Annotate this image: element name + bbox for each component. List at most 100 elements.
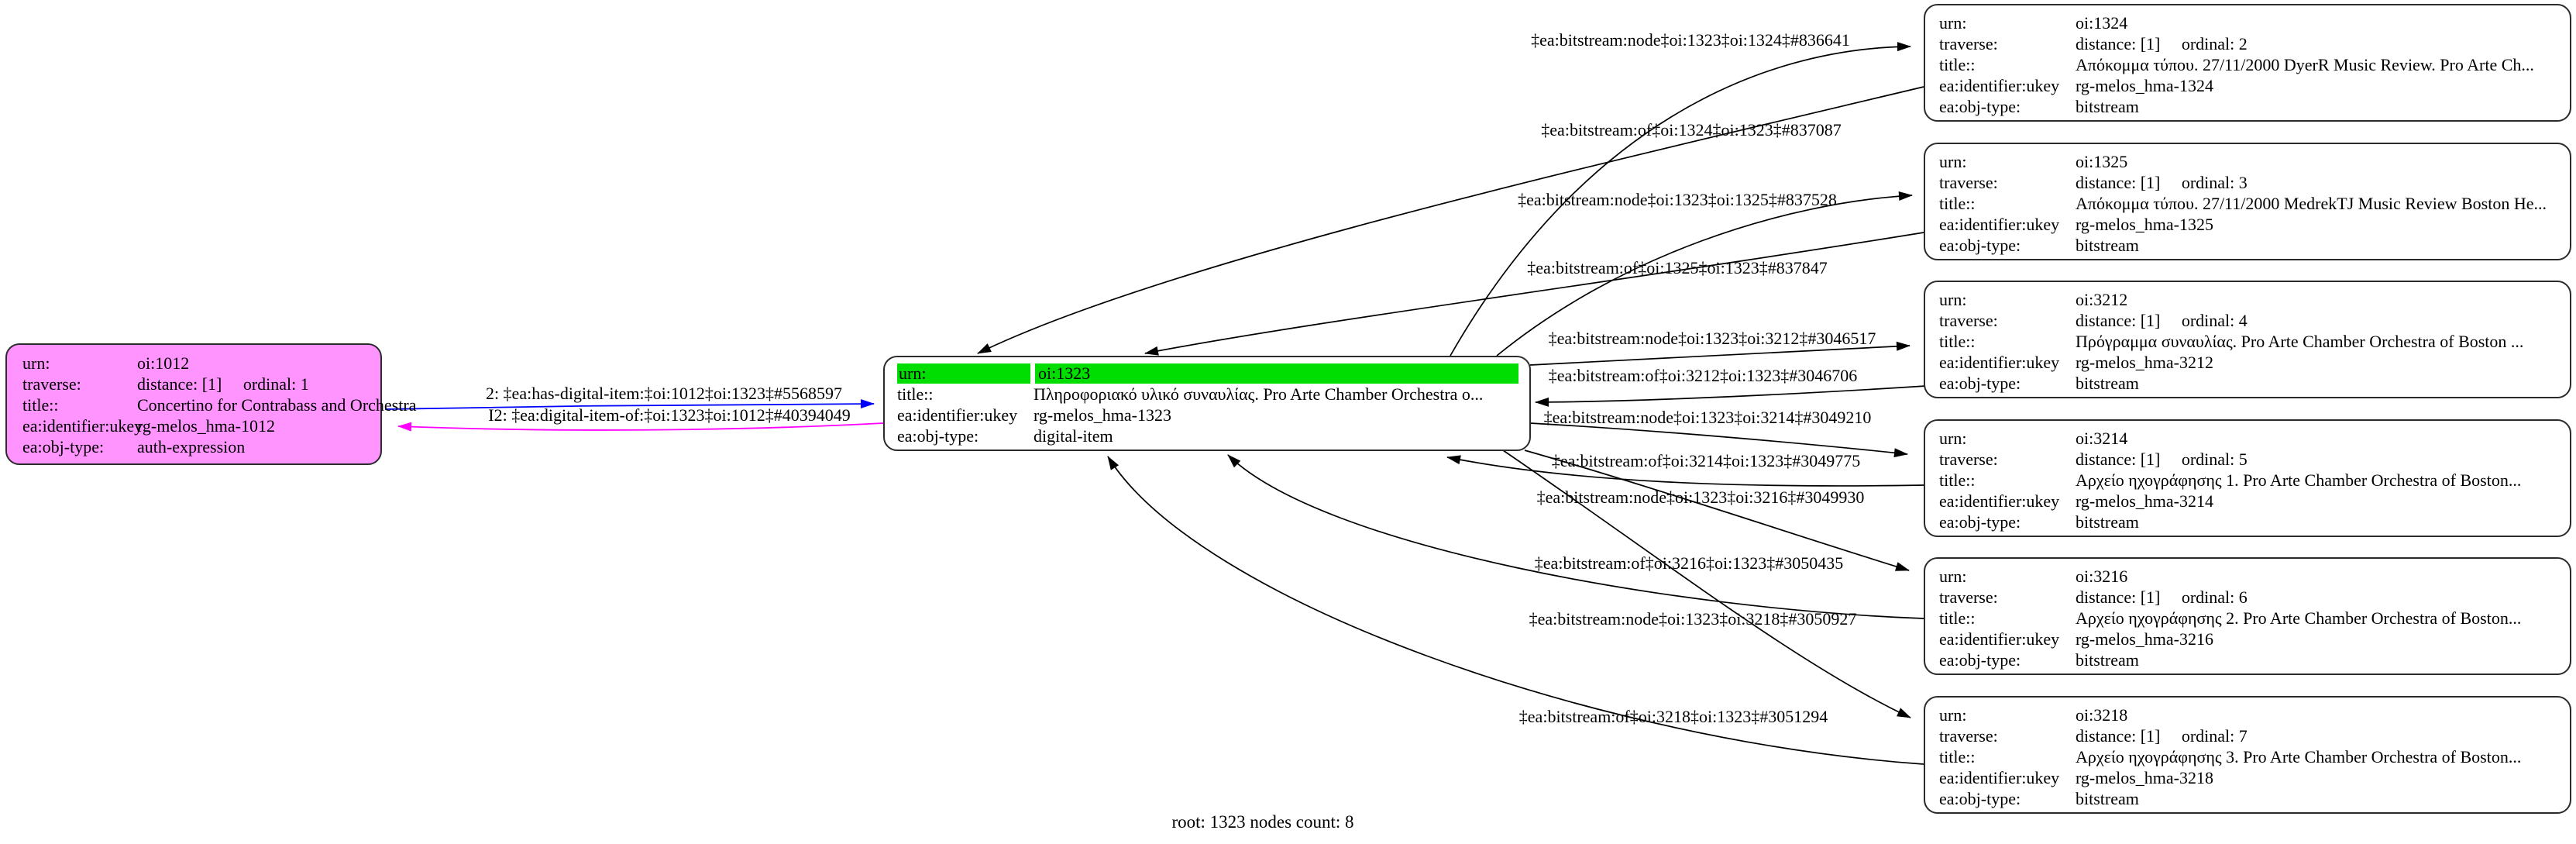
edge-label-digital-item-of: I2: ‡ea:digital-item-of:‡oi:1323‡oi:1012… (488, 405, 851, 425)
row-value: oi:3216 (2076, 567, 2128, 586)
row-key: title:: (1939, 608, 1976, 628)
node-row-highlighted: urn:oi:1323 (897, 363, 1518, 384)
row-key: urn: (897, 363, 1030, 384)
edge-label-bitstream-of-3214: ‡ea:bitstream:of‡oi:3214‡oi:1323‡#304977… (1551, 451, 1861, 470)
node-row: urn:oi:3214 (1939, 428, 2561, 449)
row-value: Concertino for Contrabass and Orchestra (137, 395, 417, 415)
node-oi-1324[interactable]: urn:oi:1324 traverse:distance: [1] ordin… (1924, 4, 2571, 122)
node-row: title::Concertino for Contrabass and Orc… (22, 394, 416, 415)
node-row: title::Πληροφοριακό υλικό συναυλίας. Pro… (897, 384, 1518, 405)
edge-digital-item-of (397, 422, 884, 432)
node-row: urn:oi:3212 (1939, 289, 2561, 310)
row-key: urn: (1939, 290, 1967, 309)
row-key: ea:obj-type: (1939, 374, 2021, 393)
node-oi-1012[interactable]: urn:oi:1012 traverse:distance: [1] ordin… (5, 343, 416, 465)
node-row: traverse:distance: [1] ordinal: 4 (1939, 310, 2561, 331)
edge-label-bitstream-node-3214: ‡ea:bitstream:node‡oi:1323‡oi:3214‡#3049… (1543, 408, 1872, 427)
node-row: title::Απόκομμα τύπου. 27/11/2000 Medrek… (1939, 193, 2561, 214)
edge-label-has-digital-item: 2: ‡ea:has-digital-item:‡oi:1012‡oi:1323… (485, 384, 843, 403)
row-key: ea:identifier:ukey (1939, 215, 2060, 234)
row-value: distance: [1] ordinal: 6 (2076, 587, 2248, 607)
row-value: Πρόγραμμα συναυλίας. Pro Arte Chamber Or… (2076, 332, 2524, 351)
node-oi-3212[interactable]: urn:oi:3212 traverse:distance: [1] ordin… (1924, 281, 2571, 398)
row-value: distance: [1] ordinal: 2 (2076, 34, 2248, 53)
edge-bitstream-node-3212 (1529, 341, 1911, 366)
row-key: ea:identifier:ukey (897, 405, 1018, 425)
edge-bitstream-node-1325 (1496, 191, 1913, 357)
node-oi-1325[interactable]: urn:oi:1325 traverse:distance: [1] ordin… (1924, 143, 2571, 260)
edge-bitstream-node-1324 (1450, 42, 1911, 357)
row-key: title:: (1939, 194, 1976, 213)
row-value: Απόκομμα τύπου. 27/11/2000 DyerR Music R… (2076, 55, 2534, 74)
row-key: ea:identifier:ukey (1939, 768, 2060, 787)
row-key: ea:identifier:ukey (1939, 629, 2060, 649)
row-key: urn: (1939, 13, 1967, 33)
row-value: rg-melos_hma-3218 (2076, 768, 2214, 787)
row-key: title:: (1939, 747, 1976, 766)
node-row: traverse:distance: [1] ordinal: 3 (1939, 172, 2561, 193)
node-row: title::Αρχείο ηχογράφησης 1. Pro Arte Ch… (1939, 470, 2561, 491)
row-value: distance: [1] ordinal: 4 (2076, 311, 2248, 330)
edge-bitstream-of-1325 (1144, 232, 1924, 356)
node-oi-3214[interactable]: urn:oi:3214 traverse:distance: [1] ordin… (1924, 419, 2571, 537)
row-key: ea:obj-type: (897, 426, 979, 446)
row-value: bitstream (2076, 512, 2139, 532)
node-row: traverse:distance: [1] ordinal: 7 (1939, 725, 2561, 746)
node-row: title::Απόκομμα τύπου. 27/11/2000 DyerR … (1939, 54, 2561, 75)
row-value: digital-item (1033, 426, 1113, 446)
edge-label-bitstream-node-1325: ‡ea:bitstream:node‡oi:1323‡oi:1325‡#8375… (1518, 190, 1837, 209)
node-oi-3218[interactable]: urn:oi:3218 traverse:distance: [1] ordin… (1924, 696, 2571, 814)
row-key: title:: (1939, 470, 1976, 490)
node-row: ea:obj-type:bitstream (1939, 235, 2561, 256)
edge-bitstream-of-1324 (977, 86, 1924, 354)
node-row: traverse:distance: [1] ordinal: 5 (1939, 449, 2561, 470)
edge-label-bitstream-node-3212: ‡ea:bitstream:node‡oi:1323‡oi:3212‡#3046… (1548, 329, 1876, 348)
edge-bitstream-of-3212 (1535, 385, 1927, 407)
row-key: ea:identifier:ukey (1939, 76, 2060, 95)
row-key: traverse: (1939, 173, 1998, 192)
row-value: rg-melos_hma-1324 (2076, 76, 2214, 95)
node-row: ea:obj-type: bitstream (1939, 373, 2561, 394)
row-value: Απόκομμα τύπου. 27/11/2000 MedrekTJ Musi… (2076, 194, 2547, 213)
node-row: ea:identifier:ukey rg-melos_hma-3212 (1939, 352, 2561, 373)
edge-bitstream-node-3216 (1524, 450, 1910, 571)
edge-label-bitstream-node-3218: ‡ea:bitstream:node‡oi:1323‡oi:3218‡#3050… (1529, 609, 1857, 629)
row-key: title:: (897, 384, 934, 404)
row-value: oi:1323 (1035, 363, 1518, 384)
node-oi-3216[interactable]: urn: oi:3216 traverse:distance: [1] ordin… (1924, 557, 2571, 675)
row-value: Αρχείο ηχογράφησης 3. Pro Arte Chamber O… (2076, 747, 2522, 766)
row-value: rg-melos_hma-3216 (2076, 629, 2214, 649)
row-value: bitstream (2076, 236, 2139, 255)
row-key: ea:obj-type: (1939, 650, 2021, 670)
row-key: ea:identifier:ukey (1939, 353, 2060, 372)
row-value: oi:1325 (2076, 152, 2128, 171)
row-key: title:: (1939, 55, 1976, 74)
edge-label-bitstream-of-3218: ‡ea:bitstream:of‡oi:3218‡oi:1323‡#305129… (1518, 707, 1828, 726)
row-key: ea:obj-type: (1939, 97, 2021, 116)
row-value: Πληροφοριακό υλικό συναυλίας. Pro Arte C… (1033, 384, 1484, 404)
edge-label-bitstream-node-3216: ‡ea:bitstream:node‡oi:1323‡oi:3216‡#3049… (1536, 487, 1865, 507)
row-value: rg-melos_hma-3212 (2076, 353, 2214, 372)
row-key: urn: (1939, 429, 1967, 448)
node-row: ea:obj-type:bitstream (1939, 96, 2561, 117)
node-oi-1323[interactable]: urn:oi:1323 title::Πληροφοριακό υλικό συ… (883, 356, 1531, 451)
edge-has-digital-item (384, 399, 875, 410)
node-row: traverse:distance: [1] ordinal: 2 (1939, 33, 2561, 54)
node-row: urn:oi:3218 (1939, 704, 2561, 725)
row-key: ea:obj-type: (1939, 789, 2021, 808)
node-row: title::Αρχείο ηχογράφησης 3. Pro Arte Ch… (1939, 746, 2561, 767)
row-key: traverse: (22, 374, 81, 394)
row-value: bitstream (2076, 789, 2139, 808)
row-value: bitstream (2076, 374, 2139, 393)
node-row: ea:obj-type:bitstream (1939, 512, 2561, 532)
row-key: ea:identifier:ukey (22, 416, 143, 436)
edge-label-bitstream-of-3216: ‡ea:bitstream:of‡oi:3216‡oi:1323‡#305043… (1534, 553, 1844, 573)
node-row: traverse:distance: [1] ordinal: 6 (1939, 587, 2561, 608)
edge-label-bitstream-of-1325: ‡ea:bitstream:of‡oi:1325‡oi:1323‡#837847 (1527, 258, 1828, 277)
node-row: urn:oi:1012 (22, 353, 371, 374)
node-row: urn: oi:3216 (1939, 566, 2561, 587)
row-key: urn: (1939, 567, 1967, 586)
